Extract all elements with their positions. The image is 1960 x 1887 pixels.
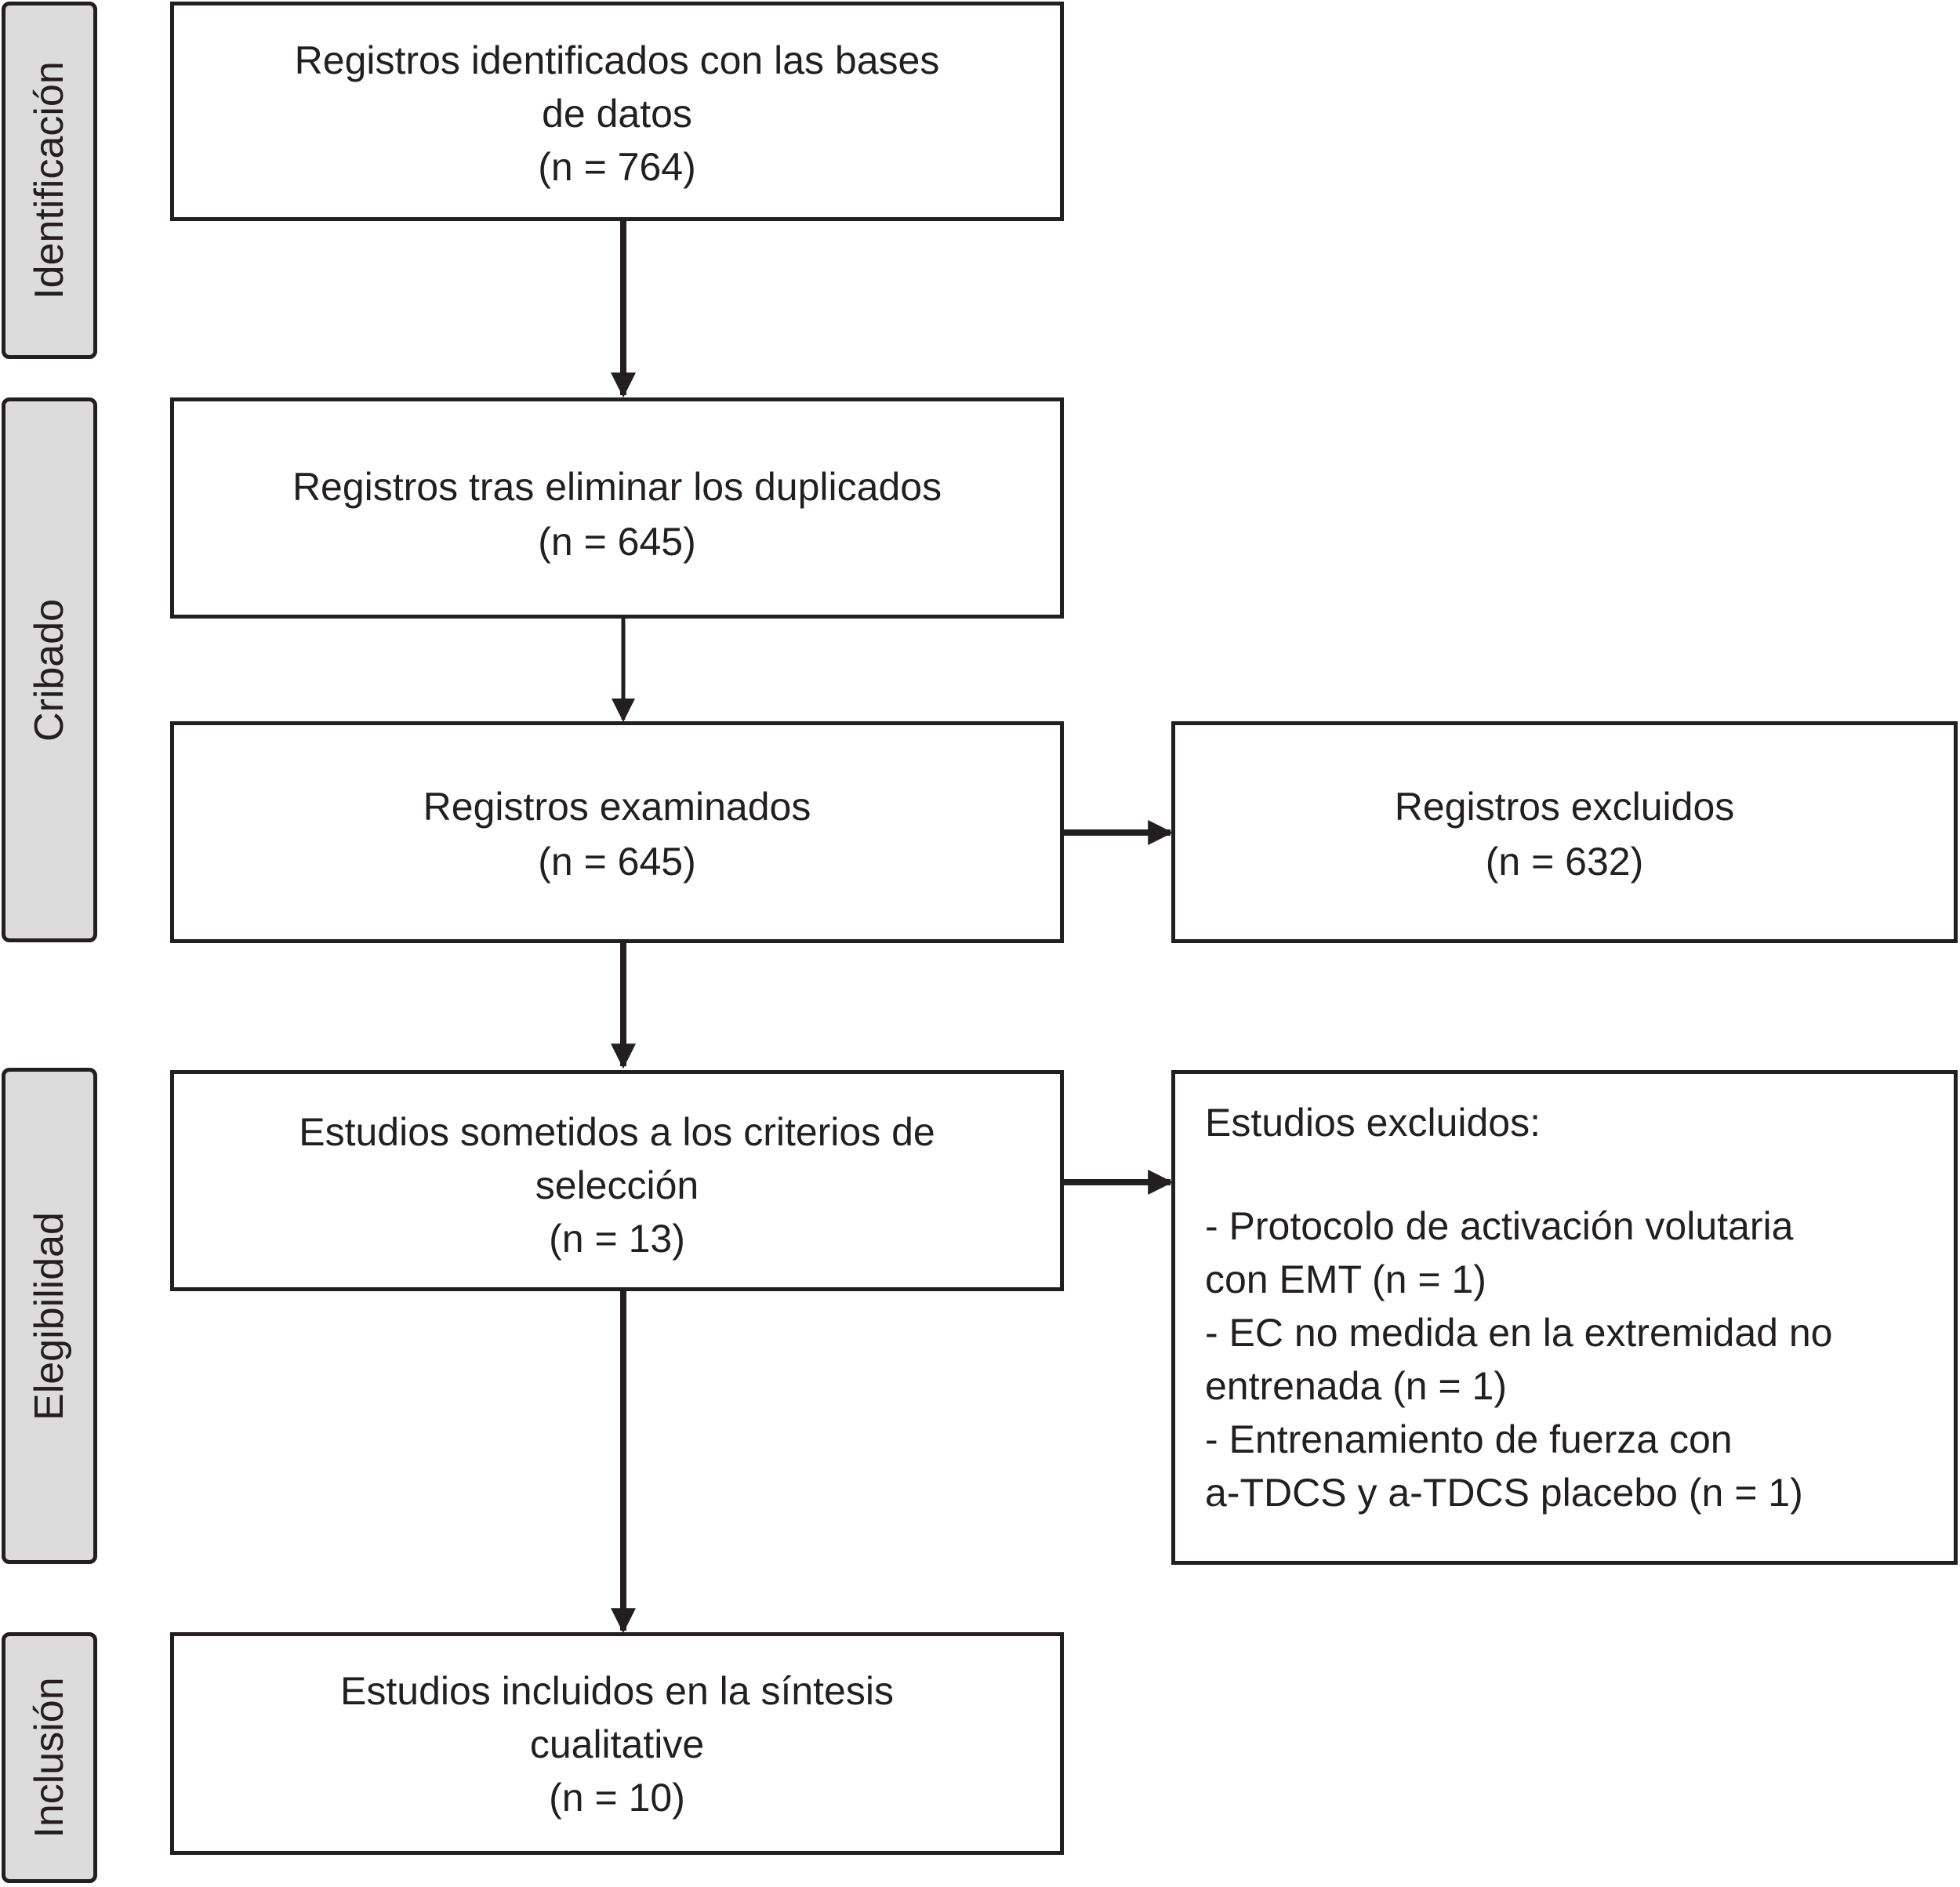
box-studies-assessed: Estudios sometidos a los criterios de se… — [170, 1070, 1064, 1291]
phase-eligibility: Elegibilidad — [2, 1068, 97, 1564]
box-studies-excluded: Estudios excluidos: - Protocolo de activ… — [1171, 1070, 1958, 1565]
records-excluded-text: Registros excluidos — [1394, 785, 1735, 829]
studies-assessed-text: Estudios sometidos a los criterios de se… — [299, 1110, 935, 1207]
studies-included-count: (n = 10) — [549, 1776, 685, 1820]
records-screened-count: (n = 645) — [538, 840, 696, 884]
records-deduplicated-count: (n = 645) — [538, 520, 696, 564]
phase-identification: Identificación — [2, 2, 97, 359]
exclusion-reason-item: - Entrenamiento de fuerza con a-TDCS y a… — [1205, 1417, 1803, 1515]
records-excluded-count: (n = 632) — [1485, 840, 1644, 884]
studies-assessed-count: (n = 13) — [549, 1217, 685, 1261]
box-records-identified: Registros identificados con las bases de… — [170, 2, 1064, 221]
exclusion-reason-item: - Protocolo de activación volutaria con … — [1205, 1204, 1794, 1301]
phase-screening: Cribado — [2, 397, 97, 942]
box-records-excluded: Registros excluidos (n = 632) — [1171, 721, 1958, 943]
records-deduplicated-text: Registros tras eliminar los duplicados — [292, 465, 942, 509]
exclusion-reason-item: - EC no medida en la extremidad no entre… — [1205, 1311, 1833, 1408]
box-studies-included: Estudios incluidos en la síntesis cualit… — [170, 1632, 1064, 1855]
box-records-deduplicated: Registros tras eliminar los duplicados (… — [170, 397, 1064, 619]
studies-included-text: Estudios incluidos en la síntesis cualit… — [340, 1669, 894, 1766]
box-records-screened: Registros examinados (n = 645) — [170, 721, 1064, 943]
records-screened-text: Registros examinados — [423, 785, 811, 829]
phase-inclusion: Inclusión — [2, 1632, 97, 1883]
studies-excluded-heading: Estudios excluidos: — [1205, 1101, 1541, 1145]
records-identified-text: Registros identificados con las bases de… — [294, 38, 940, 136]
records-identified-count: (n = 764) — [538, 145, 696, 189]
